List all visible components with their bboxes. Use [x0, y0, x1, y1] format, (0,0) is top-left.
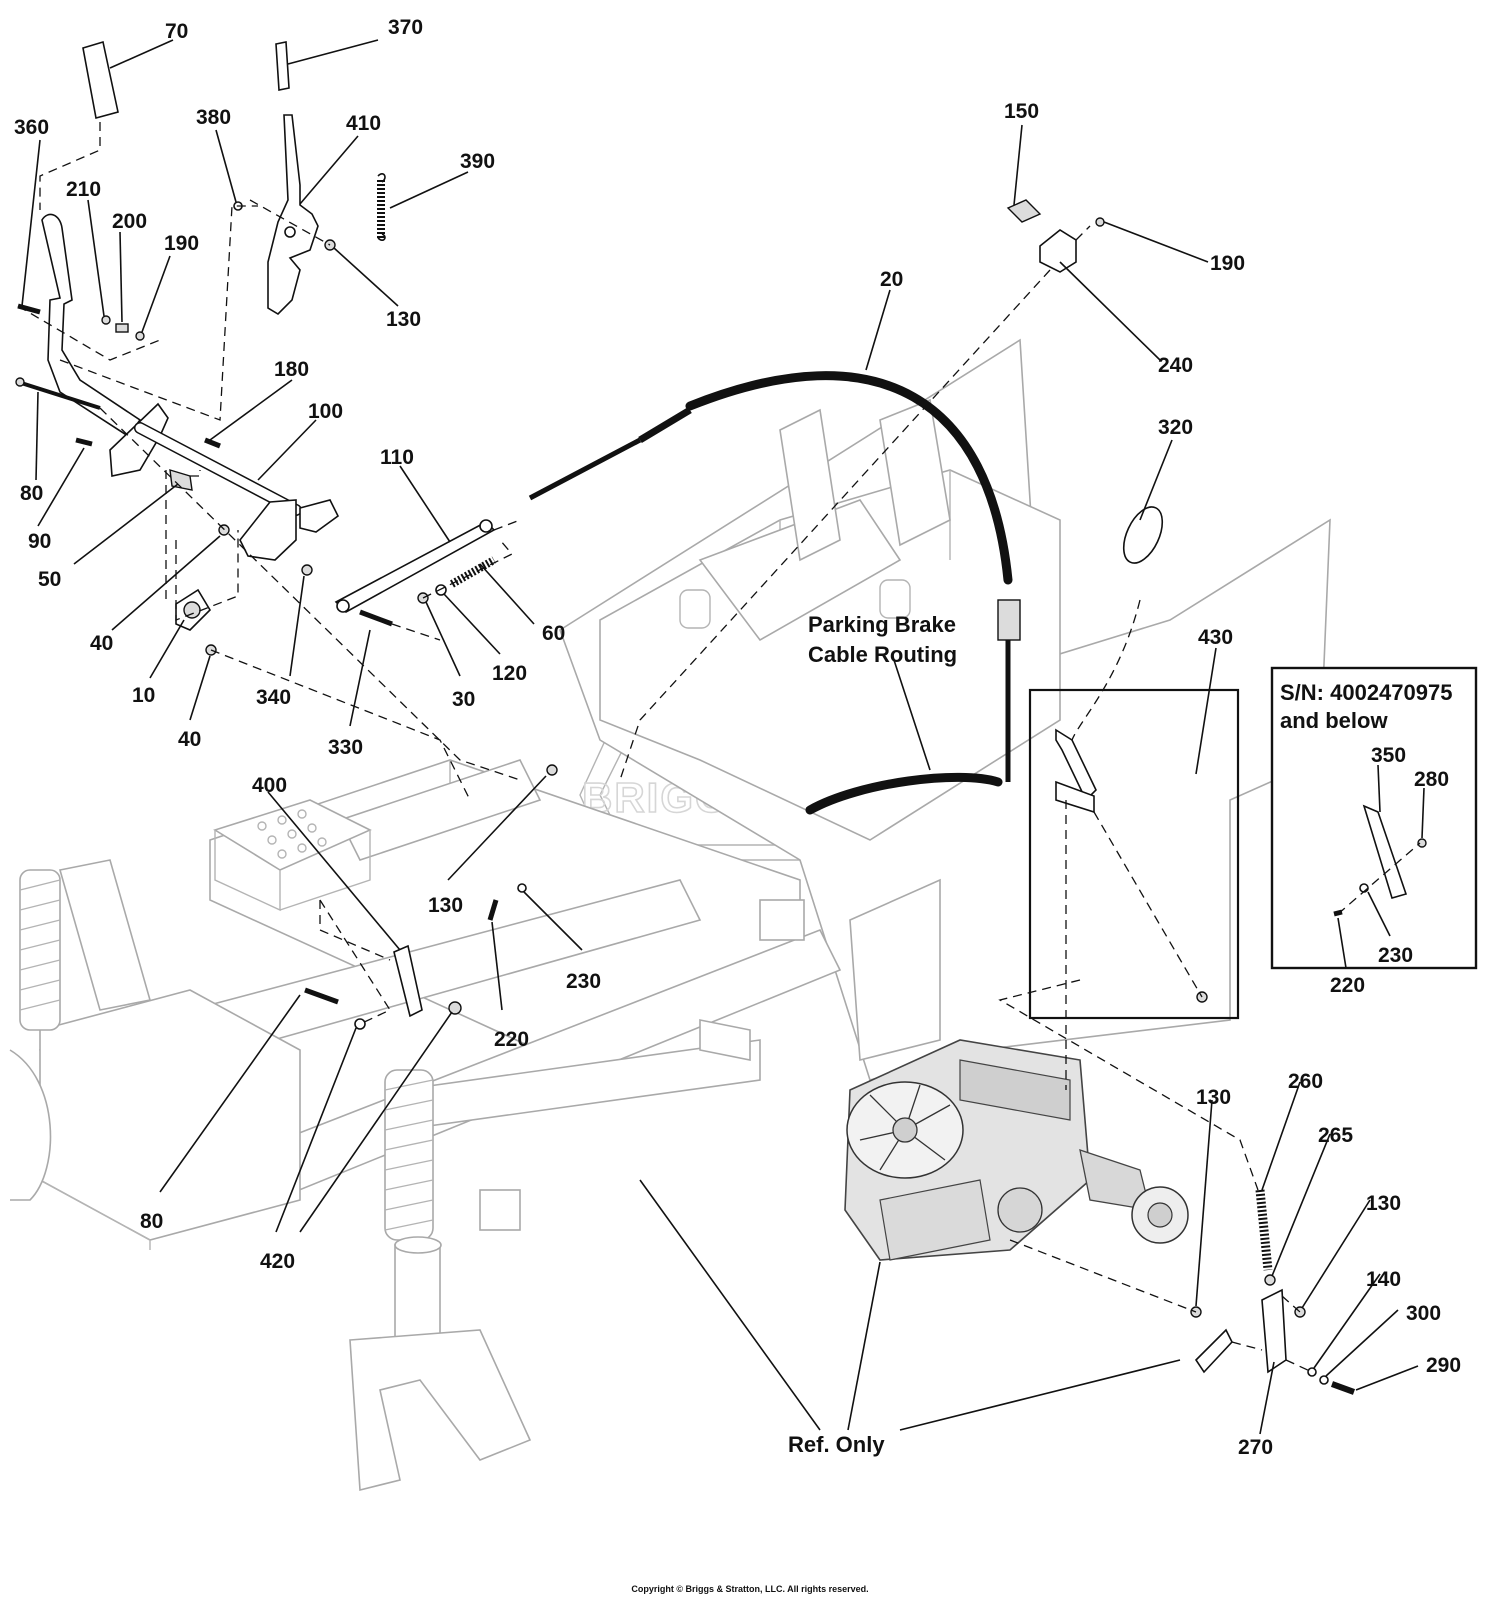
callout-300: 300: [1406, 1302, 1441, 1325]
inset-title-line1: S/N: 4002470975: [1280, 680, 1452, 705]
callout-400: 400: [252, 774, 287, 797]
transmission-assembly: [844, 1039, 1189, 1261]
callout-360: 360: [14, 116, 49, 139]
callout-260: 260: [1288, 1070, 1323, 1093]
callout-60: 60: [542, 622, 565, 645]
callout-330: 330: [328, 736, 363, 759]
inset-callout-350: 350: [1371, 744, 1406, 767]
routing-label-line1: Parking Brake: [808, 612, 956, 637]
parts-linework: [15, 40, 1356, 1395]
callout-210: 210: [66, 178, 101, 201]
inset-box-430: [1028, 688, 1240, 1020]
callout-320: 320: [1158, 416, 1193, 439]
callout-180: 180: [274, 358, 309, 381]
callout-20: 20: [880, 268, 903, 291]
callout-50: 50: [38, 568, 61, 591]
callout-390: 390: [460, 150, 495, 173]
callout-220: 220: [494, 1028, 529, 1051]
callout-130: 130: [386, 308, 421, 331]
callout-290: 290: [1426, 1354, 1461, 1377]
callout-240: 240: [1158, 354, 1193, 377]
callout-130-lower-right: 130: [1366, 1192, 1401, 1215]
callout-90: 90: [28, 530, 51, 553]
callout-190: 190: [164, 232, 199, 255]
callout-230: 230: [566, 970, 601, 993]
callout-80-lower: 80: [140, 1210, 163, 1233]
callout-380: 380: [196, 106, 231, 129]
callout-40-lower: 40: [178, 728, 201, 751]
callout-140: 140: [1366, 1268, 1401, 1291]
chassis-frame-reference: BRIGGS&STRATTON: [9, 338, 1331, 1492]
callout-410: 410: [346, 112, 381, 135]
callout-110: 110: [380, 446, 414, 469]
callout-130-right: 130: [1196, 1086, 1231, 1109]
callout-30: 30: [452, 688, 475, 711]
callout-420: 420: [260, 1250, 295, 1273]
callout-10: 10: [132, 684, 155, 707]
callout-70: 70: [165, 20, 188, 43]
callout-40: 40: [90, 632, 113, 655]
callout-340: 340: [256, 686, 291, 709]
callout-130-center: 130: [428, 894, 463, 917]
callouts: 70 370 360 380 410 390 210 200 190 130 1…: [14, 16, 1461, 1459]
routing-label-line2: Cable Routing: [808, 642, 957, 667]
callout-430: 430: [1198, 626, 1233, 649]
callout-370: 370: [388, 16, 423, 39]
callout-150: 150: [1004, 100, 1039, 123]
callout-270: 270: [1238, 1436, 1273, 1459]
inset-title-line2: and below: [1280, 708, 1388, 733]
ref-only-label: Ref. Only: [788, 1432, 885, 1457]
callout-100: 100: [308, 400, 343, 423]
callout-190-right: 190: [1210, 252, 1245, 275]
inset-callout-230: 230: [1378, 944, 1413, 967]
callout-80: 80: [20, 482, 43, 505]
inset-callout-280: 280: [1414, 768, 1449, 791]
callout-200: 200: [112, 210, 147, 233]
copyright-notice: Copyright © Briggs & Stratton, LLC. All …: [631, 1584, 869, 1594]
callout-120: 120: [492, 662, 527, 685]
inset-callout-220: 220: [1330, 974, 1365, 997]
inset-serial-panel: S/N: 4002470975 and below 350 280 230 22…: [1270, 666, 1478, 997]
callout-265: 265: [1318, 1124, 1353, 1147]
